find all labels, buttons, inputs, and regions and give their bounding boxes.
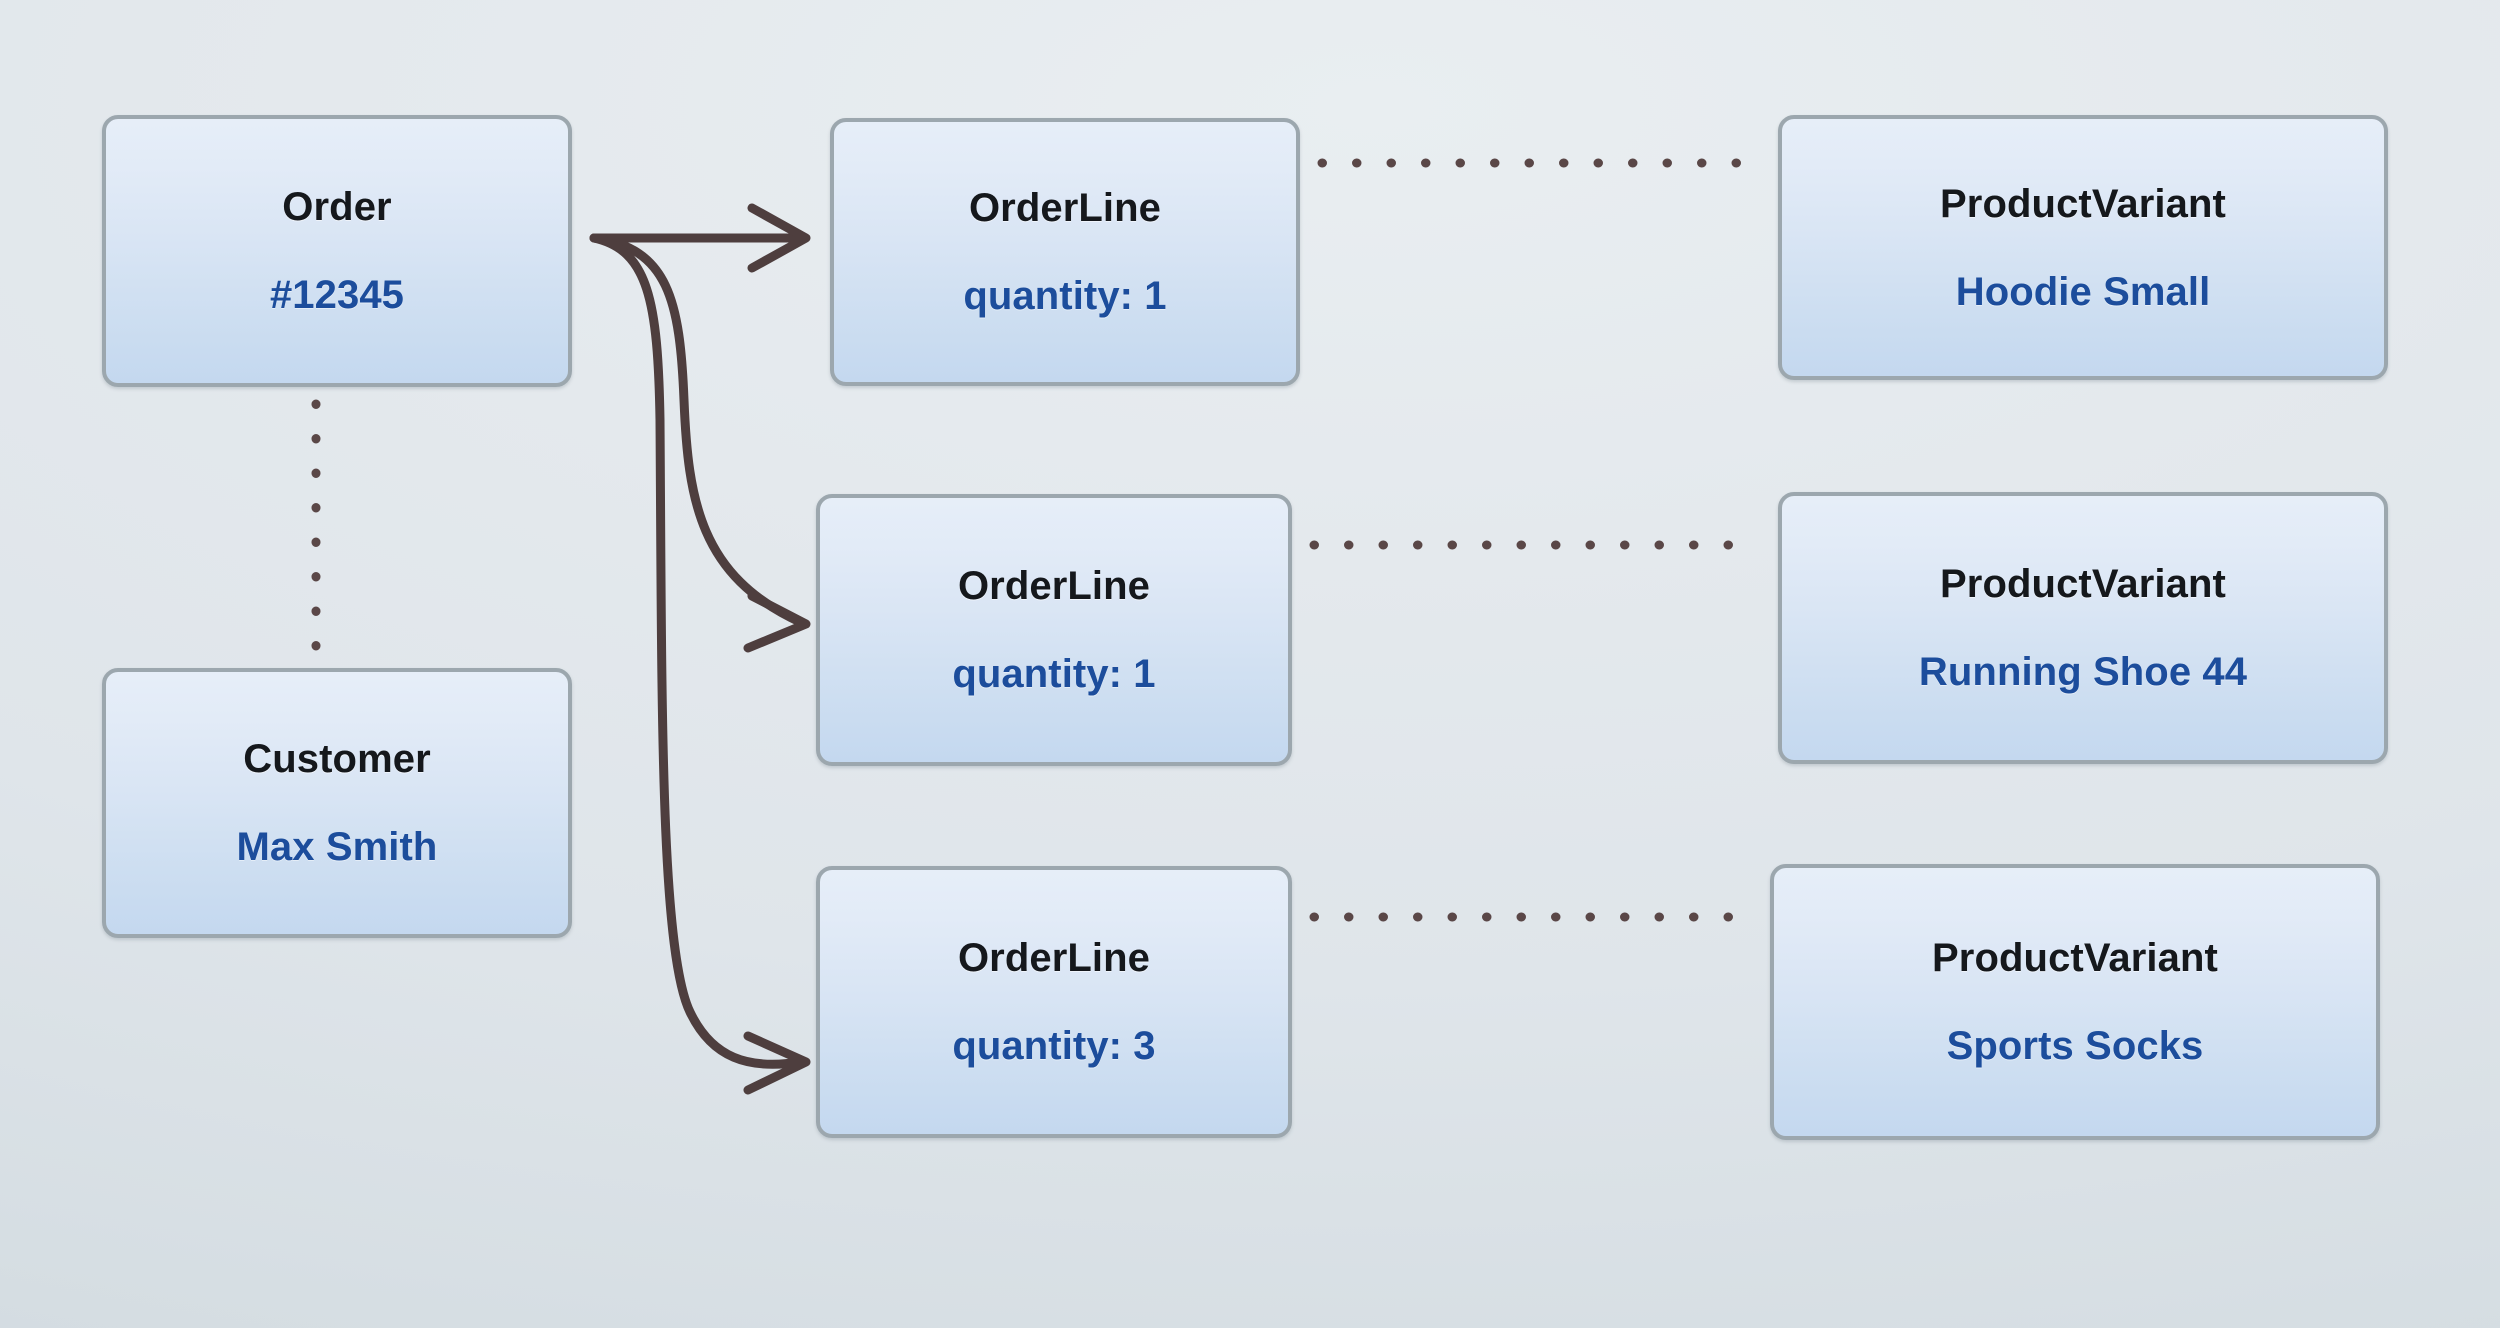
arrowhead-orderline-2 [743,591,811,653]
node-orderline-2-title: OrderLine [957,564,1151,608]
node-customer-value: Max Smith [236,825,438,869]
arrowhead-orderline-1 [747,203,811,273]
node-orderline-3-value: quantity: 3 [952,1024,1156,1068]
node-customer[interactable]: Customer Max Smith [102,668,572,938]
node-productvariant-3[interactable]: ProductVariant Sports Socks [1770,864,2380,1140]
node-orderline-1-value: quantity: 1 [963,274,1167,318]
node-order-title: Order [282,185,392,229]
node-productvariant-2[interactable]: ProductVariant Running Shoe 44 [1778,492,2388,764]
node-productvariant-3-title: ProductVariant [1932,936,2218,980]
edge-order-to-orderline-2 [589,233,805,627]
node-orderline-3-title: OrderLine [957,936,1151,980]
edge-order-to-orderline-3 [589,233,805,1069]
node-orderline-2-value: quantity: 1 [952,652,1156,696]
node-productvariant-1-value: Hoodie Small [1955,269,2211,314]
node-productvariant-2-title: ProductVariant [1940,562,2226,606]
node-productvariant-1-title: ProductVariant [1940,181,2226,226]
node-productvariant-2-value: Running Shoe 44 [1918,650,2248,694]
node-orderline-2[interactable]: OrderLine quantity: 1 [816,494,1292,766]
node-order-value: #12345 [269,273,405,317]
node-orderline-3[interactable]: OrderLine quantity: 3 [816,866,1292,1138]
node-customer-title: Customer [243,737,431,781]
node-orderline-1-title: OrderLine [968,186,1162,230]
node-orderline-1[interactable]: OrderLine quantity: 1 [830,118,1300,386]
arrowhead-orderline-3 [743,1031,811,1095]
node-productvariant-3-value: Sports Socks [1946,1024,2204,1068]
node-order[interactable]: Order #12345 [102,115,572,387]
node-productvariant-1[interactable]: ProductVariant Hoodie Small [1778,115,2388,380]
